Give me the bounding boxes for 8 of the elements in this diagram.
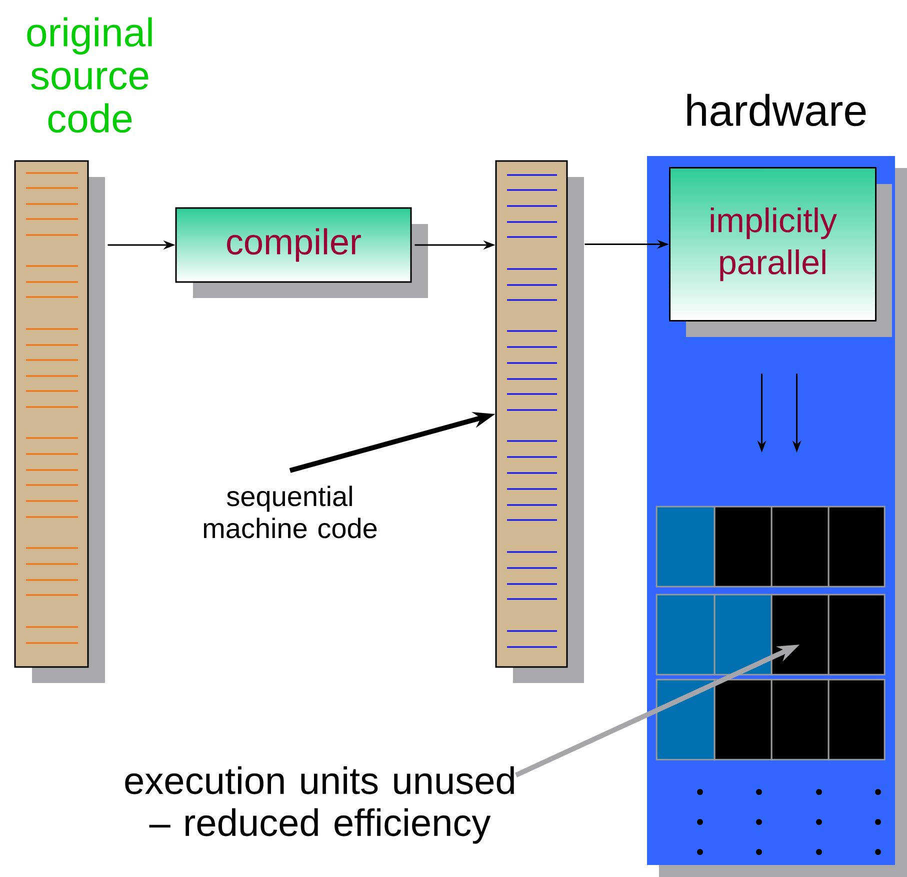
process-box: compiler — [175, 207, 428, 298]
execution-unit-grid — [656, 506, 886, 760]
annotation-text: execution units unused – reduced efficiency — [125, 766, 514, 844]
process-box: implicitly parallel — [669, 167, 892, 337]
code-strip — [495, 160, 584, 683]
heading: original source code — [27, 17, 152, 133]
annotation-text: sequential machine code — [204, 486, 377, 538]
heading: hardware — [687, 94, 866, 126]
